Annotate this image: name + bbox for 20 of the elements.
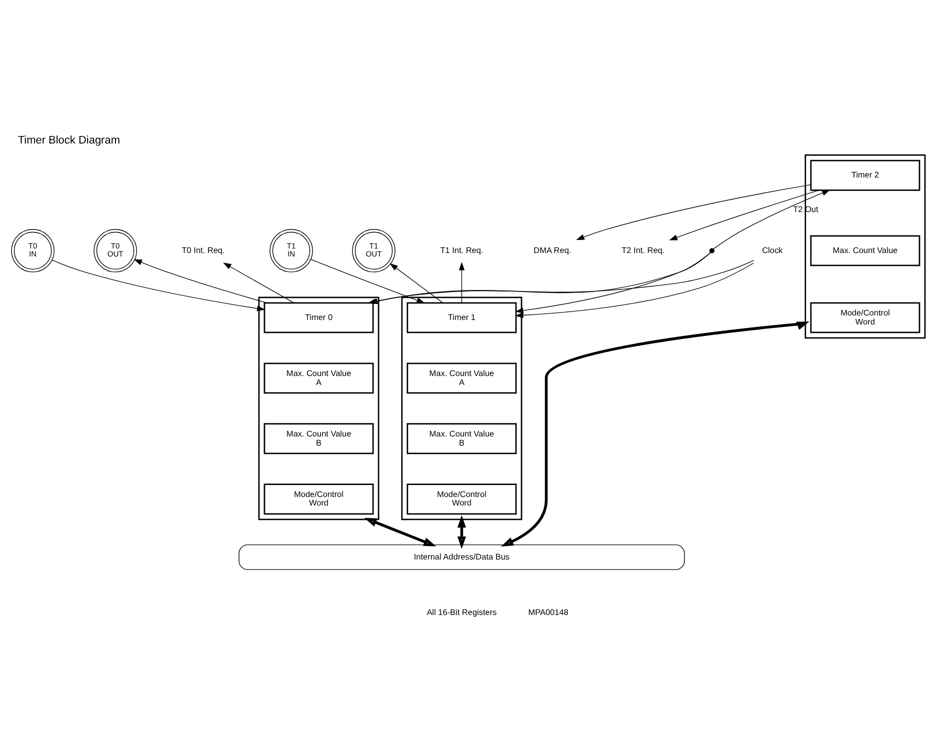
arrow bbox=[669, 189, 820, 240]
arrow bbox=[458, 262, 465, 303]
arrow bbox=[515, 262, 754, 318]
node-circle: T1 OUT bbox=[352, 228, 396, 272]
arrow bbox=[576, 184, 812, 240]
diagram-title: Timer Block Diagram bbox=[18, 134, 120, 146]
arrow bbox=[52, 259, 266, 311]
arrow bbox=[457, 514, 466, 548]
cluster bbox=[804, 154, 926, 338]
arrow bbox=[713, 189, 830, 249]
node-circle: T0 IN bbox=[11, 228, 54, 272]
arrow bbox=[500, 320, 810, 546]
node-circle: T1 IN bbox=[270, 228, 313, 272]
arrow bbox=[364, 517, 436, 546]
node-circle: T0 OUT bbox=[94, 228, 137, 272]
arrow bbox=[134, 258, 268, 303]
arrow bbox=[223, 262, 294, 303]
arrow bbox=[515, 252, 711, 313]
arrow bbox=[390, 262, 443, 303]
node-circle bbox=[709, 248, 714, 253]
